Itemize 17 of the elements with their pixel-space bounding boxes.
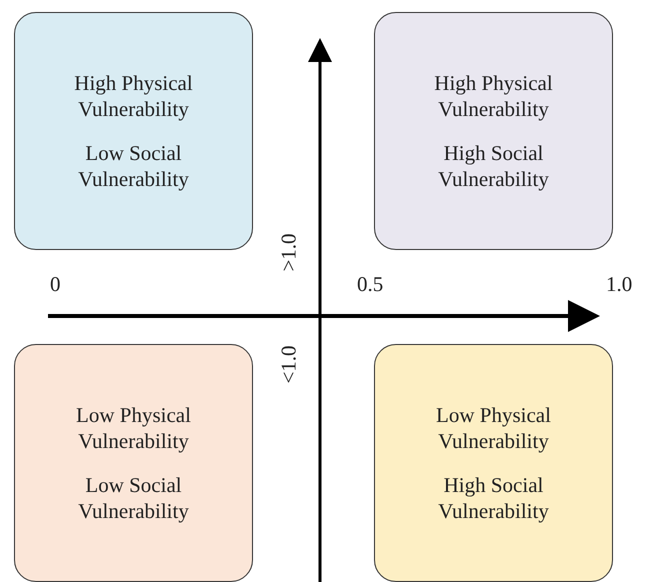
axis-tick-label: 1.0 — [606, 272, 632, 297]
quadrant-label: High Social Vulnerability — [437, 140, 550, 192]
axis-range-label: >1.0 — [276, 233, 302, 272]
quadrant-box — [14, 12, 253, 250]
quadrant-label: Low Physical Vulnerability — [75, 402, 192, 454]
quadrant-label: High Social Vulnerability — [437, 472, 550, 524]
axis-range-label: <1.0 — [276, 345, 302, 384]
quadrant-box — [374, 344, 613, 582]
quadrant-box — [14, 344, 253, 582]
quadrant-label: High Physical Vulnerability — [73, 70, 194, 122]
axis-tick-label: 0.5 — [357, 272, 384, 297]
quadrant-label: Low Social Vulnerability — [77, 472, 190, 524]
quadrant-label: Low Social Vulnerability — [77, 140, 190, 192]
quadrant-label: Low Physical Vulnerability — [435, 402, 552, 454]
quadrant-box — [374, 12, 613, 250]
axis-tick-label: 0 — [50, 272, 60, 297]
quadrant-label: High Physical Vulnerability — [433, 70, 554, 122]
